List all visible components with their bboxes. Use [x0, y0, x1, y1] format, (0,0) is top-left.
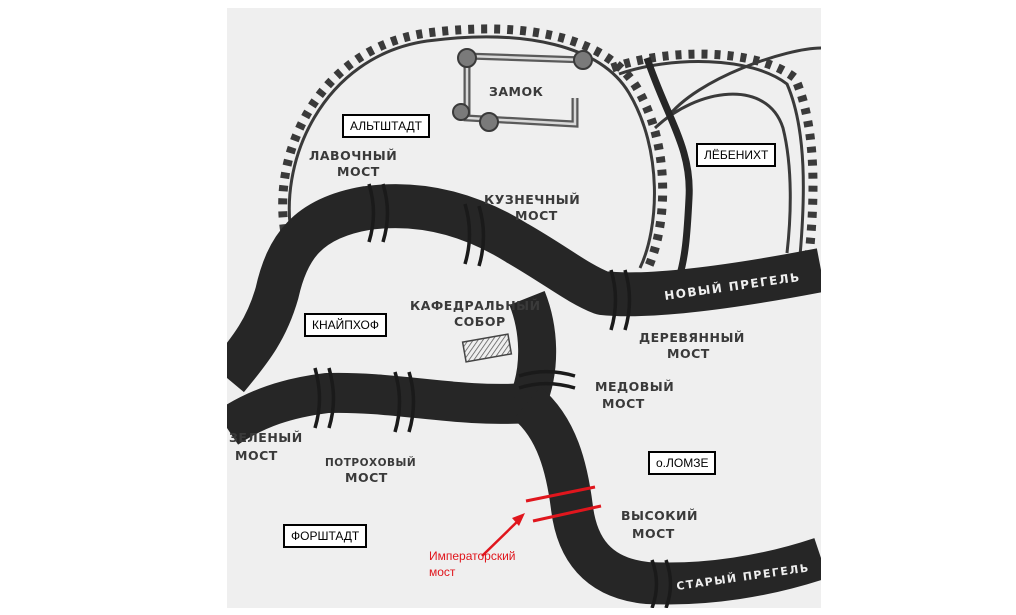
medovy-bridge-label-1: МЕДОВЫЙ — [595, 379, 674, 394]
lavochny-bridge-label-1: ЛАВОЧНЫЙ — [309, 148, 397, 163]
cathedral-building — [461, 333, 513, 363]
vysoky-bridge-label-1: ВЫСОКИЙ — [621, 508, 698, 523]
lomse-label: о.ЛОМЗЕ — [648, 451, 717, 475]
vorstadt-label: ФОРШТАДТ — [283, 524, 368, 548]
altstadt-label: АЛЬТШТАДТ — [342, 114, 430, 138]
cathedral-label-2: СОБОР — [454, 314, 506, 329]
vysoky-bridge-label-2: МОСТ — [632, 526, 675, 541]
bridge-marks — [313, 183, 673, 608]
city-map: ЗАМОК ЛАВОЧНЫЙ МОСТ КУЗНЕЧНЫЙ МОСТ КАФЕД… — [227, 24, 821, 608]
cathedral-label-1: КАФЕДРАЛЬНЫЙ — [410, 298, 541, 313]
derevyanny-bridge-label-2: МОСТ — [667, 346, 710, 361]
lebenicht-stream — [643, 56, 693, 280]
map-canvas: ЗАМОК ЛАВОЧНЫЙ МОСТ КУЗНЕЧНЫЙ МОСТ КАФЕД… — [227, 8, 821, 608]
imperial-bridge-marker — [481, 485, 602, 557]
castle-label: ЗАМОК — [489, 84, 544, 99]
potrokhovy-bridge-label-1: ПОТРОХОВЫЙ — [325, 456, 416, 469]
zeleny-bridge-label-2: МОСТ — [235, 448, 278, 463]
zeleny-bridge-label-1: ЗЕЛЕНЫЙ — [229, 430, 303, 445]
imperial-bridge-annotation: Императорский мост — [429, 548, 516, 580]
lavochny-bridge-label-2: МОСТ — [337, 164, 380, 179]
lebenicht-label: ЛЁБЕНИХТ — [696, 143, 777, 167]
altstadt-wall — [278, 24, 668, 272]
medovy-bridge-label-2: МОСТ — [602, 396, 645, 411]
castle-outline — [452, 48, 593, 132]
kuznechny-bridge-label-1: КУЗНЕЧНЫЙ — [484, 192, 580, 207]
lebenicht-wall — [610, 46, 821, 257]
pregel-river — [227, 184, 821, 605]
imperial-bridge-annotation-line1: Императорский — [429, 549, 516, 563]
kuznechny-bridge-label-2: МОСТ — [515, 208, 558, 223]
imperial-bridge-annotation-line2: мост — [429, 565, 456, 579]
potrokhovy-bridge-label-2: МОСТ — [345, 470, 388, 485]
derevyanny-bridge-label-1: ДЕРЕВЯННЫЙ — [639, 330, 745, 345]
kneiphof-label: КНАЙПХОФ — [304, 313, 387, 337]
